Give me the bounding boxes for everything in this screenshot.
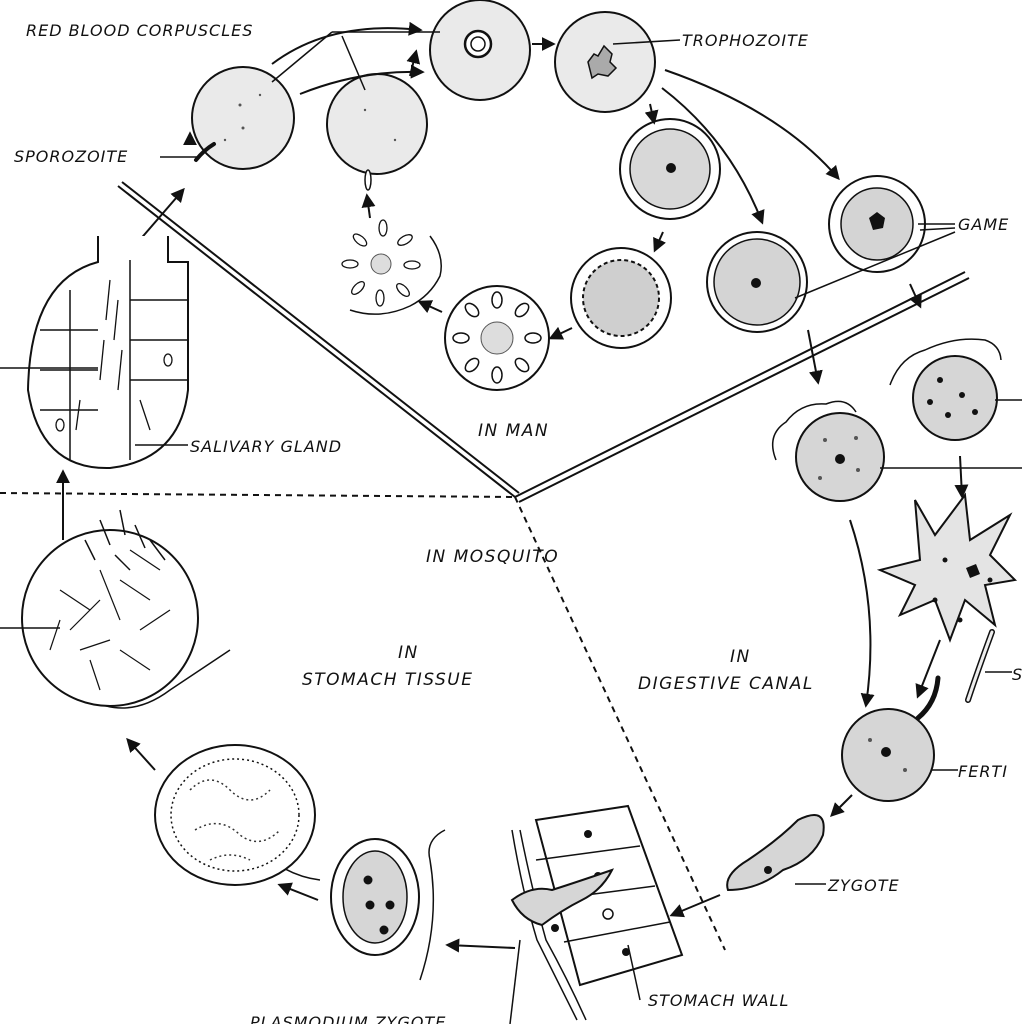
schizont-mid [570,247,672,349]
microgametocyte [889,338,1002,441]
salivary-gland [0,236,189,470]
label-sporozoite: SPOROZOITE [14,147,128,166]
released-sporozoites [84,509,166,571]
arrows-canal [669,455,969,918]
label-sperm: S [1012,665,1022,684]
region-stomach-tissue-line2: STOMACH TISSUE [302,670,473,690]
label-red-blood-corpuscles: RED BLOOD CORPUSCLES [26,21,253,40]
label-trophozoite: TROPHOZOITE [682,31,809,50]
region-in-man: IN MAN [478,421,549,441]
schizont-early [619,118,721,220]
arrows-man [137,21,922,385]
label-salivary-gland: SALIVARY GLAND [190,437,342,456]
microgamete [965,629,995,703]
label-gametocytes: GAME [958,215,1009,234]
region-digestive-canal-line1: IN [730,647,751,667]
oocyst-developing [154,744,321,886]
exflagellation [876,492,1018,643]
gametocyte-2 [828,175,926,273]
sporozoite-cell [194,142,372,191]
oocyst-ruptured [0,529,231,709]
gametocyte-1 [706,231,808,333]
stomach-wall [510,804,684,1021]
ookinete [726,814,825,892]
schizont-mature [444,285,550,391]
label-zygote: ZYGOTE [827,876,900,895]
rbc-2 [326,73,428,175]
macrogamete [771,400,885,502]
arrow-to-sporozoites [126,737,156,771]
region-in-mosquito: IN MOSQUITO [426,547,559,567]
region-stomach-tissue-line1: IN [398,643,419,663]
rbc-1 [191,66,295,170]
fertilization-cell [841,675,941,802]
label-plasmodium-zygote: PLASMODIUM ZYGOTE [250,1013,446,1024]
oocyst-early [330,829,446,981]
region-digestive-canal-line2: DIGESTIVE CANAL [638,674,814,694]
merozoites-released [341,219,442,315]
rbc-ring-stage [429,0,531,101]
label-fertilization: FERTI [958,762,1008,781]
arrow-to-oocyst-mature [277,882,319,901]
divider-lines [0,181,970,951]
rbc-trophozoite [554,11,656,113]
arrow-to-oocyst [445,938,516,953]
label-stomach-wall: STOMACH WALL [648,991,789,1010]
leader-lines [135,31,1022,1024]
